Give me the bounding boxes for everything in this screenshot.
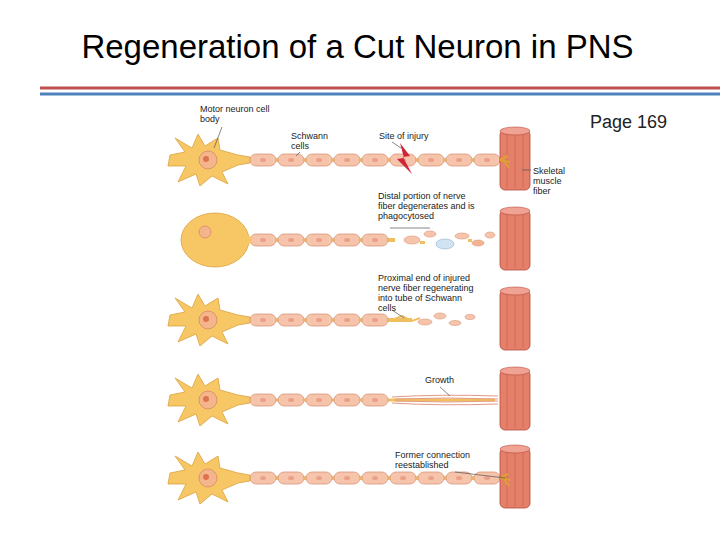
header-rule [40, 93, 720, 96]
callout-label: Distal portion of nerve fiber degenerate… [378, 191, 478, 221]
header-rule [40, 87, 720, 90]
neuron-intact [168, 127, 530, 190]
page-number: Page 169 [590, 112, 700, 132]
callout-label: Proximal end of injured nerve fiber rege… [378, 273, 478, 313]
slide-title: Regeneration of a Cut Neuron in PNS [0, 28, 715, 66]
neuron-growing [168, 367, 530, 430]
callout-label: Former connection reestablished [395, 450, 485, 470]
callout-label: Motor neuron cell body [200, 104, 272, 124]
neuron-degenerating [181, 207, 530, 270]
neuron-regenerating [168, 287, 530, 350]
neuron-reconnected [168, 445, 530, 508]
callout-label: Growth [425, 375, 485, 385]
leader-lines [214, 127, 531, 478]
callout-label: Site of injury [379, 131, 459, 141]
callout-label: Skeletal muscle fiber [533, 166, 575, 196]
callout-label: Schwann cells [291, 131, 343, 151]
